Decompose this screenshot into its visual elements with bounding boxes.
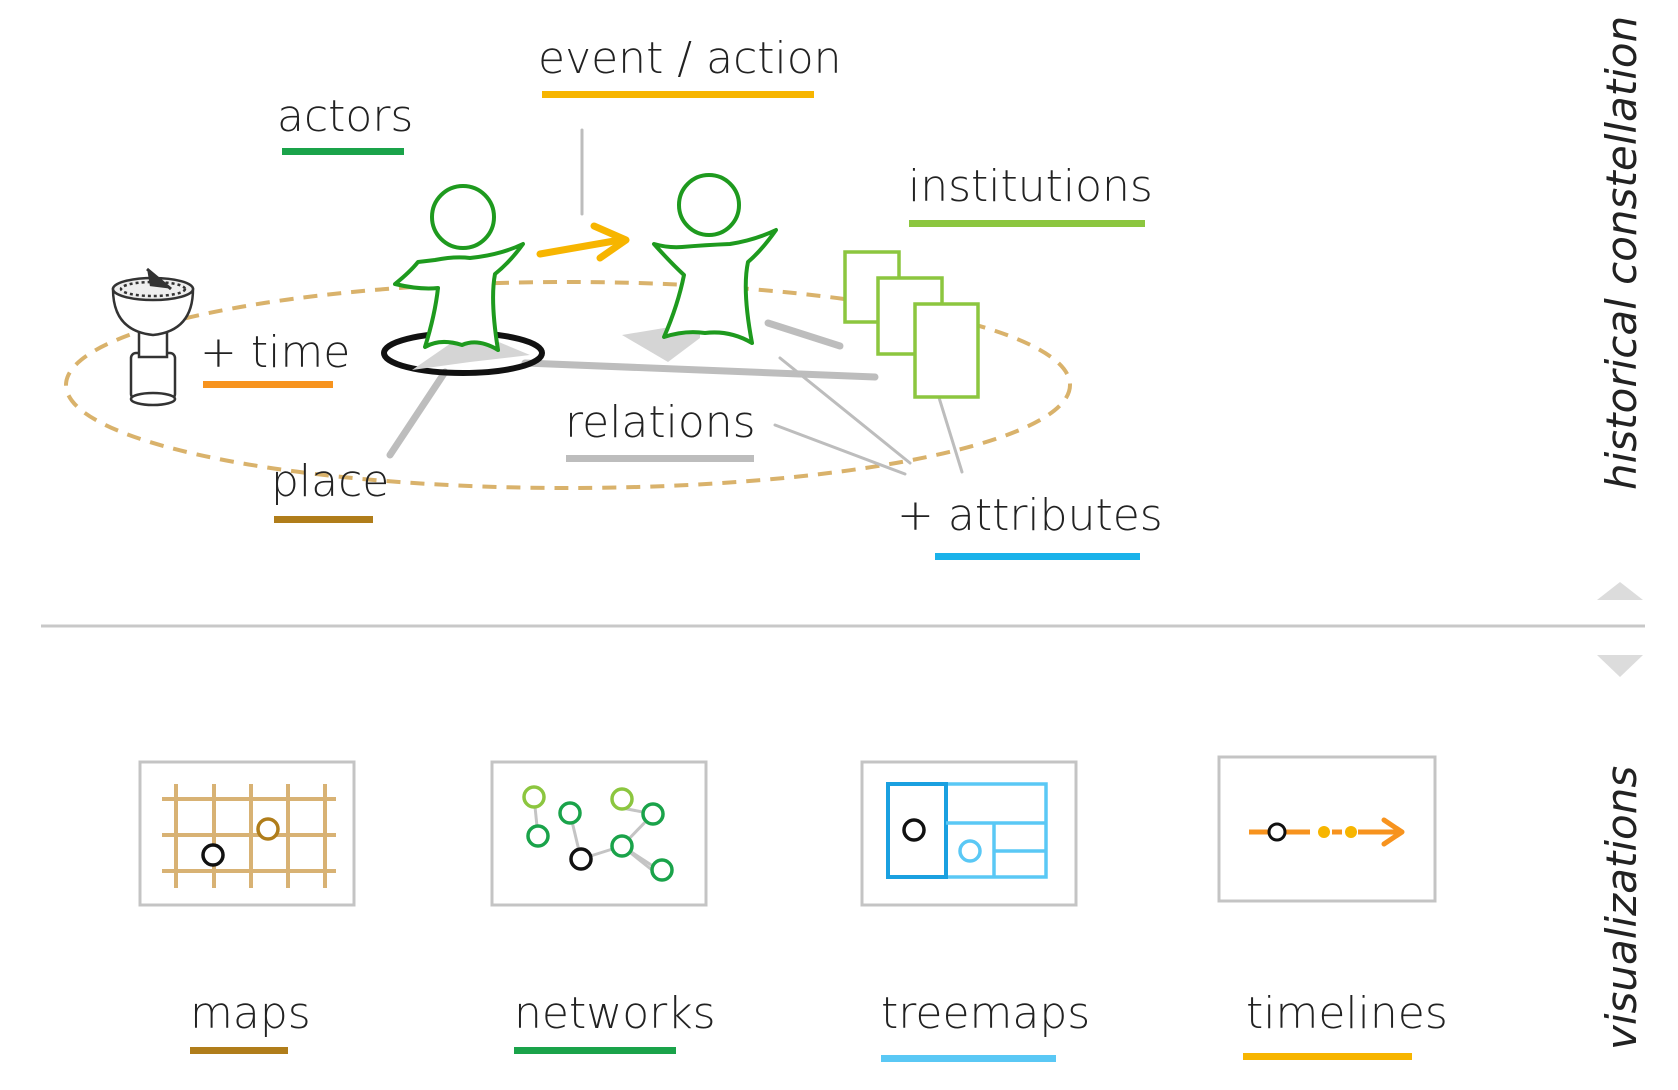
actor-one-shadow <box>412 330 530 370</box>
network-thumbnail-icon <box>490 760 708 907</box>
treemaps-underline <box>881 1055 1056 1062</box>
institutions-underline <box>909 220 1145 227</box>
context-ellipse <box>64 280 1072 490</box>
time-underline <box>203 381 333 388</box>
label-institutions: institutions <box>908 161 1153 227</box>
actors-underline <box>282 148 404 155</box>
relation-lines <box>386 128 964 476</box>
label-attributes: + attributes <box>897 490 1163 560</box>
label-actors: actors <box>277 91 413 155</box>
viz-networks: networks <box>490 760 716 1054</box>
relations-underline <box>566 455 754 462</box>
event-label: event / action <box>538 33 842 84</box>
networks-label: networks <box>514 988 716 1039</box>
viz-maps: maps <box>138 760 356 1054</box>
constellation-area: actors event / action institutions + tim… <box>64 16 1646 560</box>
time-label: + time <box>200 327 350 378</box>
sundial-icon <box>111 267 195 407</box>
timelines-label: timelines <box>1246 988 1448 1039</box>
timelines-underline <box>1243 1053 1412 1060</box>
maps-label: maps <box>190 988 311 1039</box>
viz-timelines: timelines <box>1217 755 1448 1060</box>
map-grid <box>162 784 336 888</box>
relations-label: relations <box>565 397 756 448</box>
place-label: place <box>271 456 389 507</box>
label-relations: relations <box>565 397 756 462</box>
visualizations-label: visualizations <box>1597 766 1646 1050</box>
document-stack-icon <box>843 250 980 399</box>
attributes-underline <box>935 553 1140 560</box>
attributes-label: + attributes <box>897 490 1163 541</box>
place-underline <box>274 516 373 523</box>
viz-treemaps: treemaps <box>860 760 1090 1062</box>
visualizations-area: maps <box>138 755 1646 1062</box>
label-event: event / action <box>538 33 842 98</box>
actor-one <box>381 184 545 376</box>
event-arrow <box>536 222 630 262</box>
maps-underline <box>190 1047 288 1054</box>
label-place: place <box>271 456 389 523</box>
actor-figure-icon <box>652 173 778 345</box>
treemaps-label: treemaps <box>881 988 1090 1039</box>
network-nodes <box>522 785 674 882</box>
event-underline <box>542 91 814 98</box>
networks-underline <box>514 1047 676 1054</box>
arrow-down-icon <box>1597 655 1643 677</box>
arrow-up-icon <box>1597 582 1643 600</box>
actor-figure-icon <box>393 184 525 352</box>
historical-constellation-label: historical constellation <box>1597 16 1646 490</box>
label-time: + time <box>200 327 350 388</box>
actors-label: actors <box>277 91 413 142</box>
actor-two <box>622 173 778 362</box>
institutions-label: institutions <box>908 161 1153 212</box>
